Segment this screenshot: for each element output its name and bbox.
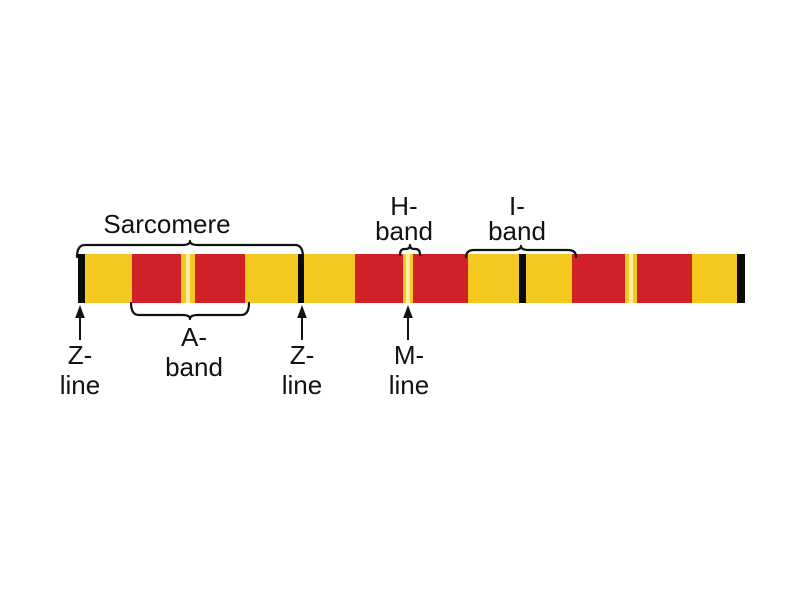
band-segment-yellow bbox=[692, 254, 737, 303]
band-segment-yellow bbox=[304, 254, 355, 303]
band-segment-red bbox=[637, 254, 692, 303]
band-segment-yellow bbox=[85, 254, 132, 303]
label-h-band: H- band bbox=[375, 191, 433, 246]
band-segment-pale_yellow bbox=[186, 254, 190, 303]
m-line-arrow bbox=[403, 305, 413, 340]
i-band-brace bbox=[464, 244, 578, 259]
label-z-line-mid: Z- line bbox=[281, 340, 323, 400]
band-segment-yellow bbox=[190, 254, 195, 303]
band-segment-red bbox=[572, 254, 625, 303]
band-segment-red bbox=[195, 254, 245, 303]
sarcomere-brace bbox=[75, 239, 305, 259]
band-segment-red bbox=[413, 254, 468, 303]
band-segment-yellow bbox=[625, 254, 629, 303]
band-segment-pale_yellow bbox=[629, 254, 633, 303]
band-segment-yellow bbox=[403, 254, 406, 303]
band-segment-red bbox=[132, 254, 181, 303]
label-a-band: A- band bbox=[165, 322, 223, 382]
z-line-mid-arrow bbox=[297, 305, 307, 340]
band-segment-yellow bbox=[633, 254, 637, 303]
label-i-band: I- band bbox=[488, 191, 546, 246]
band-segment-yellow bbox=[526, 254, 572, 303]
band-segment-yellow bbox=[410, 254, 413, 303]
band-segment-yellow bbox=[181, 254, 186, 303]
band-segment-black bbox=[519, 254, 526, 303]
band-segment-red bbox=[355, 254, 403, 303]
band-segment-pale_yellow bbox=[406, 254, 410, 303]
band-segment-black bbox=[737, 254, 745, 303]
band-segment-black bbox=[78, 254, 85, 303]
label-z-line-left: Z- line bbox=[59, 340, 101, 400]
h-band-brace bbox=[398, 243, 422, 257]
band-segment-black bbox=[298, 254, 304, 303]
a-band-brace bbox=[129, 301, 251, 321]
band-segment-yellow bbox=[245, 254, 298, 303]
myofibril-band bbox=[78, 254, 745, 303]
label-sarcomere: Sarcomere bbox=[103, 209, 231, 239]
band-segment-yellow bbox=[468, 254, 519, 303]
label-m-line: M- line bbox=[388, 340, 430, 400]
z-line-left-arrow bbox=[75, 305, 85, 340]
